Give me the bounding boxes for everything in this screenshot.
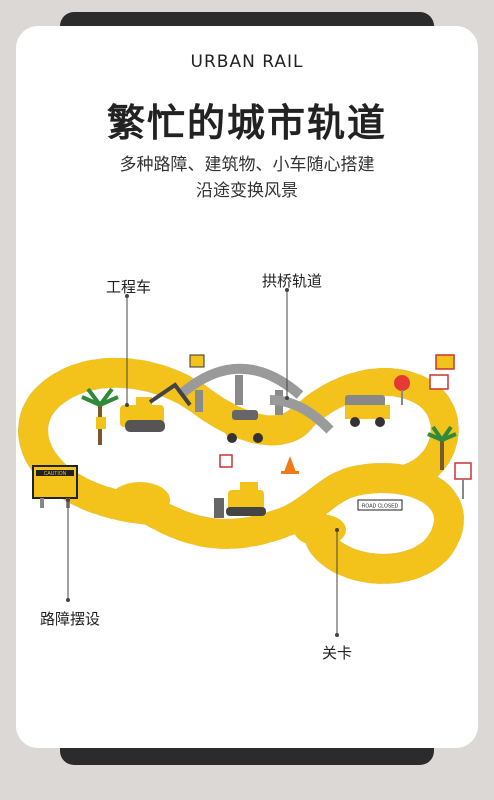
callout-checkpoint: 关卡	[322, 644, 353, 662]
main-title: 繁忙的城市轨道	[106, 101, 387, 145]
callout-engineering-vehicle: 工程车	[106, 278, 152, 296]
callout-arch-bridge-track: 拱桥轨道	[262, 272, 323, 290]
subtitle-line-1: 多种路障、建筑物、小车随心搭建	[119, 155, 375, 175]
callout-roadblock-setup: 路障摆设	[40, 610, 101, 628]
subtitle-line-2: 沿途变换风景	[196, 181, 298, 201]
eyebrow-title: URBAN RAIL	[190, 52, 304, 72]
